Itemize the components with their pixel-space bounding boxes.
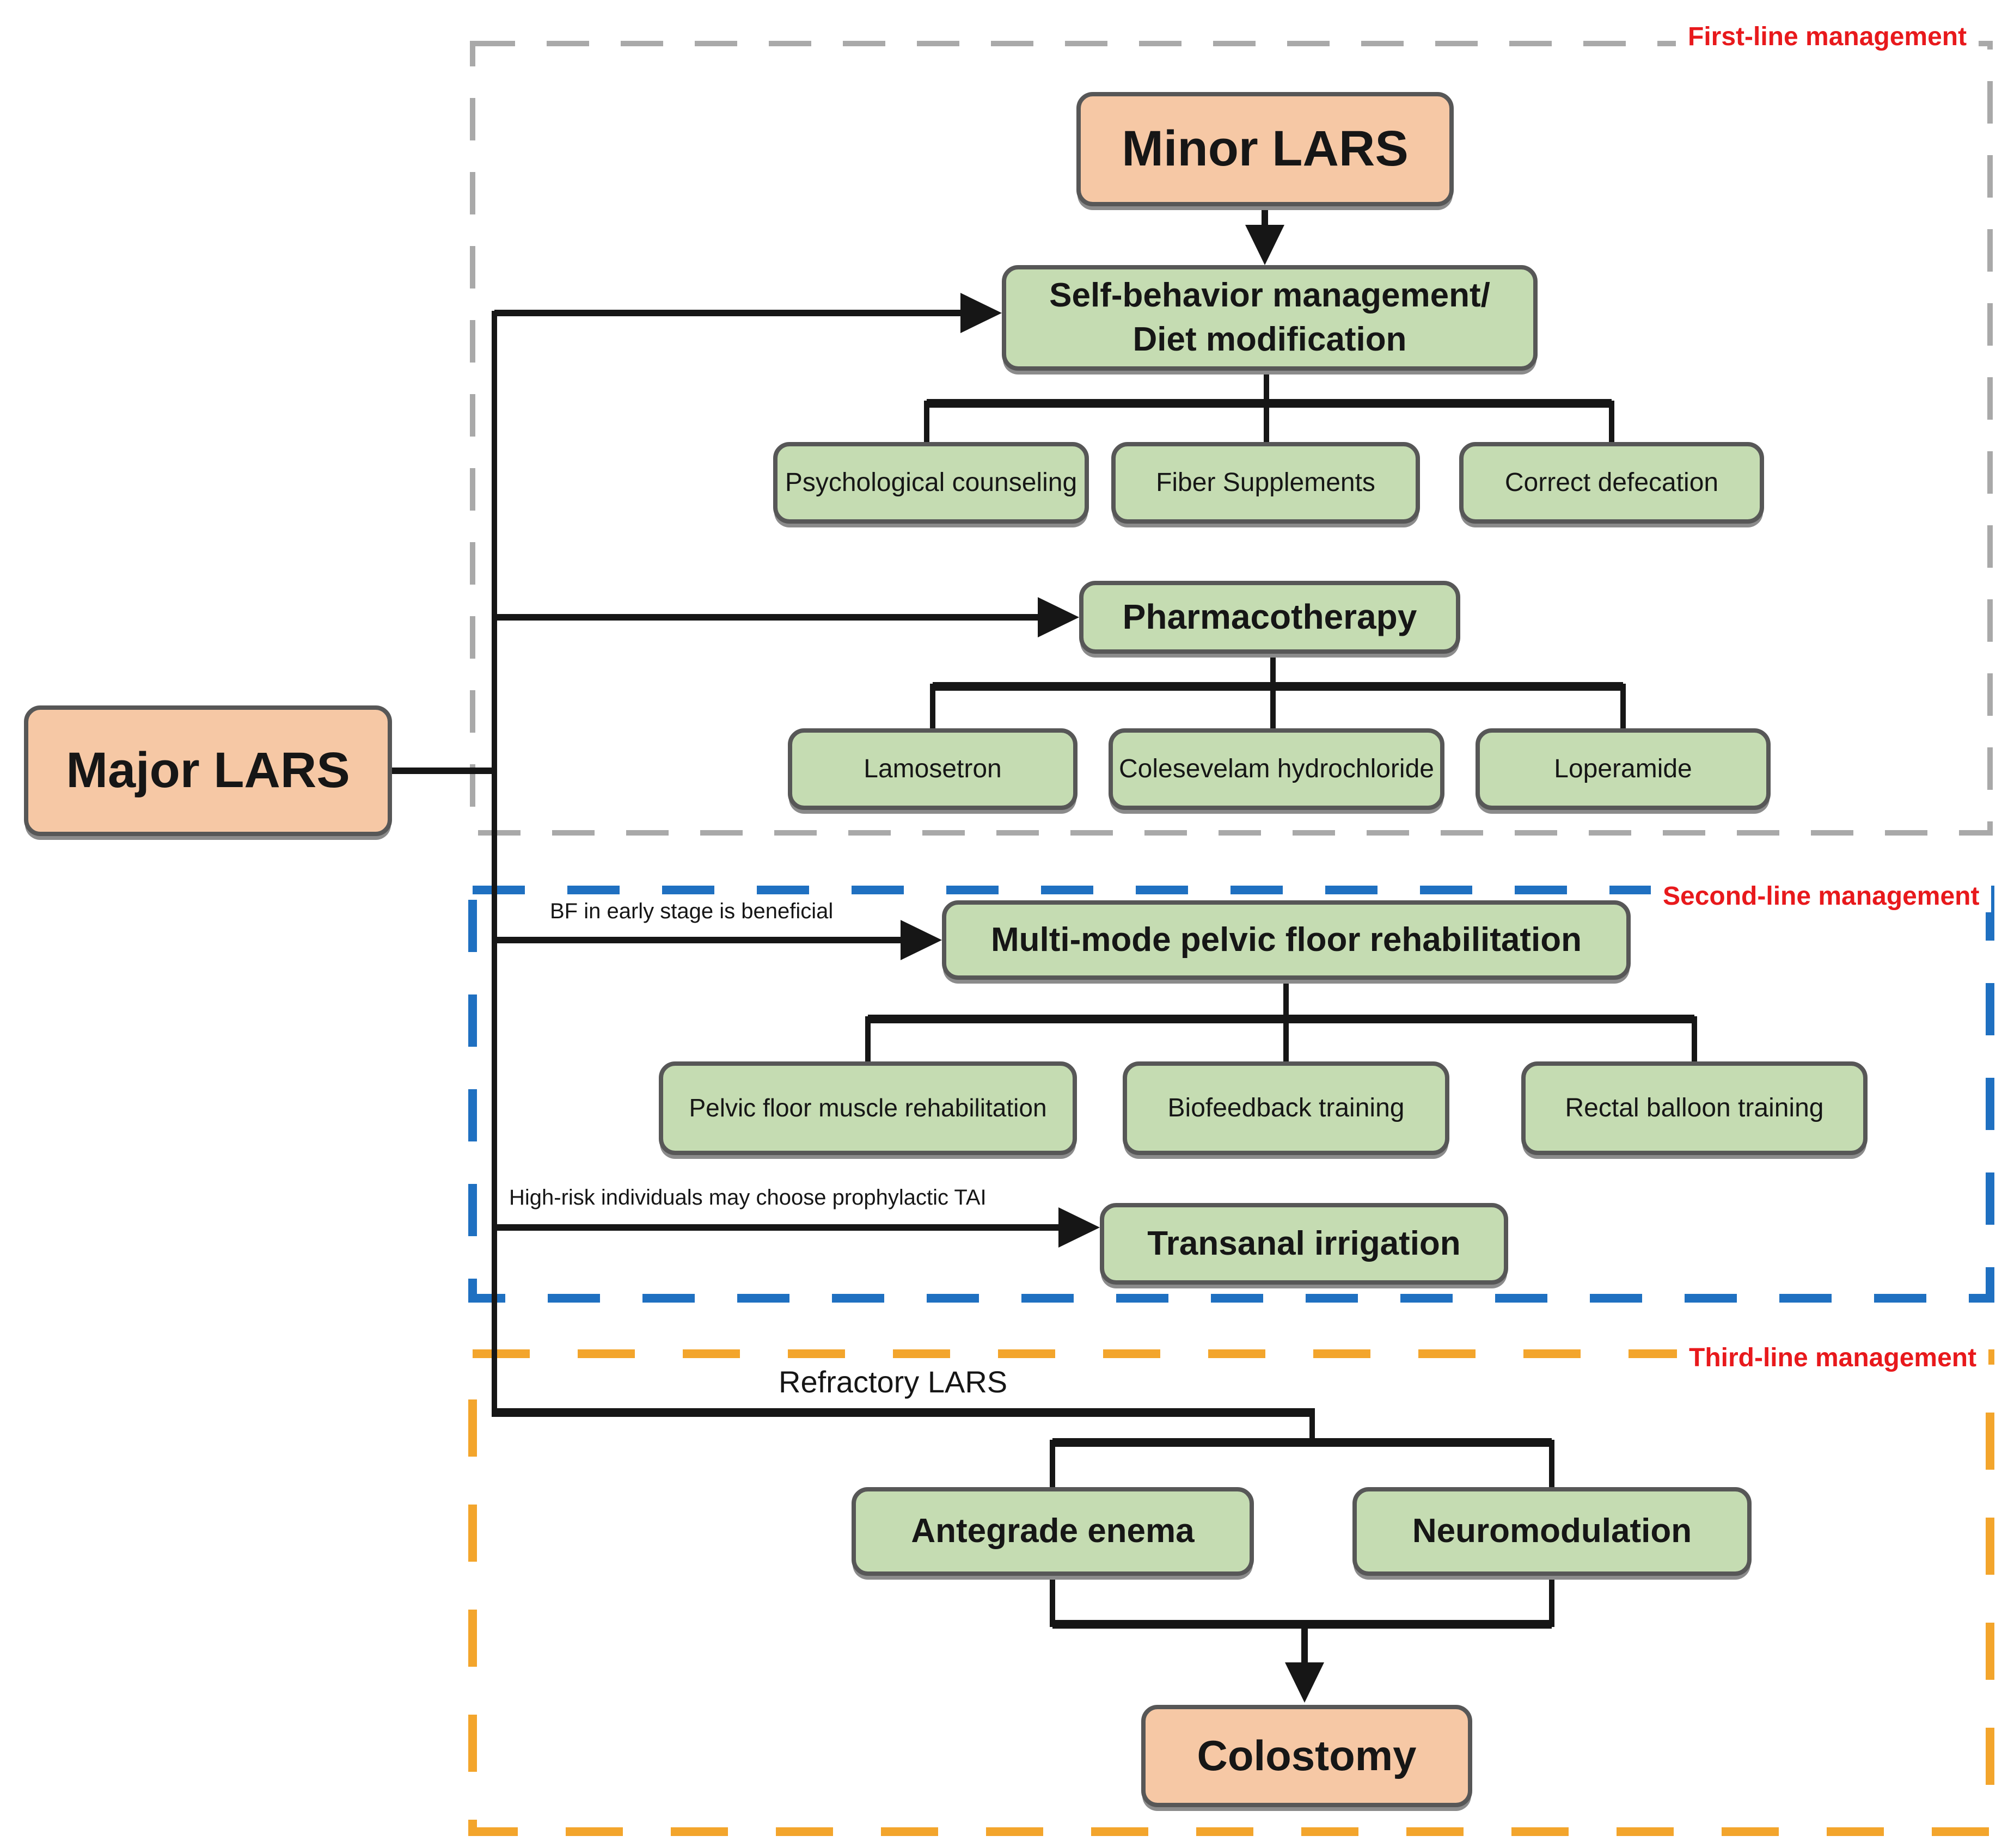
thirdline-split-stubs	[1050, 1440, 1554, 1487]
node-label: Major LARS	[66, 742, 350, 799]
node-biofeedback-training: Biofeedback training	[1123, 1061, 1449, 1155]
node-label: Rectal balloon training	[1565, 1093, 1824, 1122]
node-label: Transanal irrigation	[1147, 1224, 1461, 1262]
node-major-lars: Major LARS	[24, 705, 392, 836]
annotation-prophylactic-tai: High-risk individuals may choose prophyl…	[509, 1186, 987, 1210]
annotation-text: High-risk individuals may choose prophyl…	[509, 1186, 987, 1210]
arrowhead-down-icon	[1285, 1662, 1324, 1703]
arrowhead-right-icon	[901, 920, 942, 960]
third-line-region-border	[468, 1349, 1994, 1836]
node-neuromodulation: Neuromodulation	[1352, 1487, 1752, 1576]
node-label: Pharmacotherapy	[1122, 597, 1417, 637]
node-label: Loperamide	[1554, 754, 1692, 783]
arrowhead-right-icon	[960, 293, 1002, 333]
node-minor-lars: Minor LARS	[1076, 92, 1454, 206]
multimode-children-stubs	[865, 1016, 1697, 1061]
annotation-text: Refractory LARS	[779, 1365, 1008, 1399]
node-label: Lamosetron	[864, 754, 1002, 783]
node-label: Self-behavior management/ Diet modificat…	[1049, 274, 1490, 361]
region-label-third-line: Third-line management	[1677, 1342, 1989, 1374]
node-lamosetron: Lamosetron	[788, 728, 1078, 810]
second-line-region-border	[468, 886, 1994, 1303]
node-pharmacotherapy: Pharmacotherapy	[1079, 581, 1460, 654]
node-label: Pelvic floor muscle rehabilitation	[689, 1094, 1047, 1122]
node-label-line1: Self-behavior management/	[1049, 277, 1490, 315]
node-label: Multi-mode pelvic floor rehabilitation	[990, 920, 1582, 959]
node-multi-mode-pelvic-floor-rehabilitation: Multi-mode pelvic floor rehabilitation	[942, 900, 1631, 980]
node-label: Antegrade enema	[911, 1512, 1195, 1550]
node-self-behavior-management: Self-behavior management/ Diet modificat…	[1002, 265, 1538, 371]
region-label-first-line: First-line management	[1676, 21, 1979, 53]
selfbehavior-children-stubs	[924, 401, 1614, 442]
region-label-text: Second-line management	[1663, 882, 1980, 911]
node-label: Fiber Supplements	[1156, 468, 1375, 497]
node-pelvic-floor-muscle-rehabilitation: Pelvic floor muscle rehabilitation	[659, 1061, 1077, 1155]
arrowhead-right-icon	[1038, 597, 1079, 637]
node-colesevelam-hydrochloride: Colesevelam hydrochloride	[1109, 728, 1444, 810]
region-label-second-line: Second-line management	[1651, 880, 1992, 912]
first-line-region-border	[470, 41, 1993, 836]
node-correct-defecation: Correct defecation	[1459, 442, 1764, 524]
node-label-line2: Diet modification	[1132, 321, 1407, 358]
node-label: Neuromodulation	[1412, 1512, 1692, 1550]
annotation-refractory-lars: Refractory LARS	[779, 1364, 1007, 1399]
region-label-text: First-line management	[1688, 22, 1967, 51]
node-fiber-supplements: Fiber Supplements	[1111, 442, 1420, 524]
pharmacotherapy-children-stubs	[930, 684, 1626, 728]
node-label: Psychological counseling	[785, 468, 1078, 497]
node-colostomy: Colostomy	[1141, 1705, 1472, 1807]
node-label: Correct defecation	[1504, 468, 1719, 497]
node-label: Biofeedback training	[1167, 1093, 1405, 1122]
annotation-bf-early-stage: BF in early stage is beneficial	[550, 899, 833, 924]
node-label: Minor LARS	[1122, 121, 1409, 177]
node-rectal-balloon-training: Rectal balloon training	[1521, 1061, 1868, 1155]
node-loperamide: Loperamide	[1476, 728, 1771, 810]
node-label: Colesevelam hydrochloride	[1119, 754, 1434, 783]
annotation-text: BF in early stage is beneficial	[550, 899, 834, 923]
merge-stubs	[1050, 1575, 1554, 1627]
node-transanal-irrigation: Transanal irrigation	[1100, 1203, 1508, 1285]
node-label: Colostomy	[1197, 1732, 1417, 1780]
region-label-text: Third-line management	[1689, 1343, 1977, 1372]
node-antegrade-enema: Antegrade enema	[852, 1487, 1254, 1576]
node-psychological-counseling: Psychological counseling	[773, 442, 1089, 524]
arrowhead-right-icon	[1058, 1207, 1100, 1248]
arrowhead-down-icon	[1245, 225, 1284, 265]
